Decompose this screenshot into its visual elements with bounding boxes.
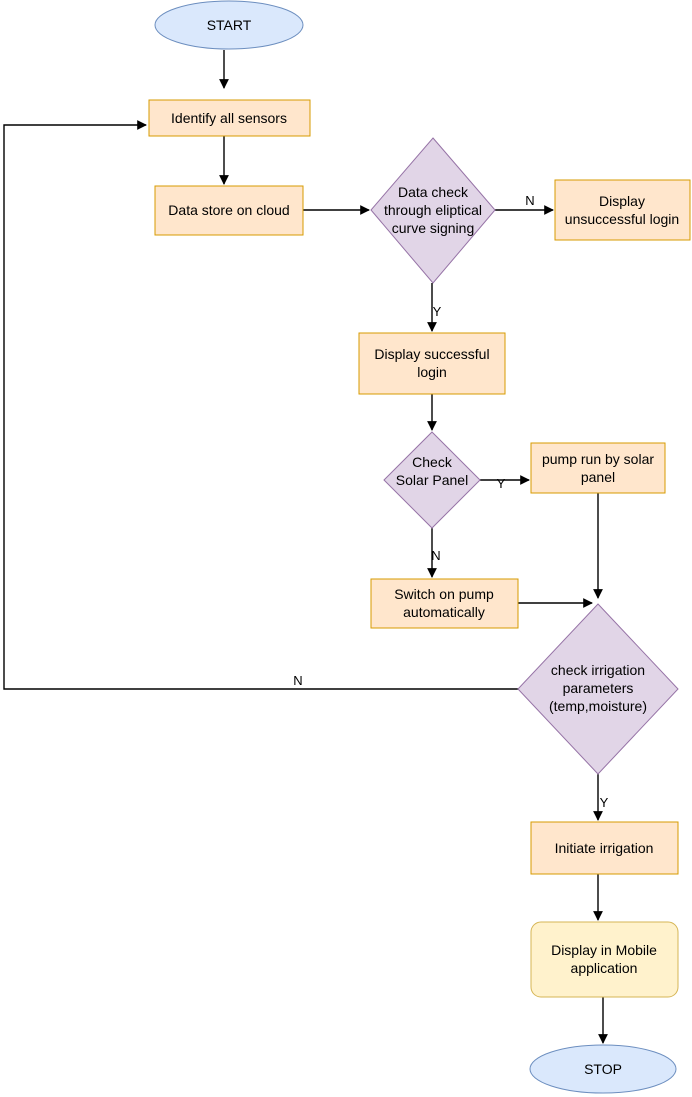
- node-label-line: pump run by solar: [542, 451, 654, 467]
- node-label-line: login: [417, 364, 447, 380]
- node-data-check: Data check through eliptical curve signing: [370, 137, 496, 284]
- node-identify-sensors: Identify all sensors: [148, 99, 311, 137]
- node-label-line: check irrigation: [551, 662, 645, 678]
- edge-label-solar-no: N: [431, 548, 440, 563]
- node-label: Data check through eliptical curve signing: [384, 184, 482, 236]
- node-label-line: Switch on pump: [394, 586, 494, 602]
- node-label-line: panel: [581, 469, 615, 485]
- node-label-line: curve signing: [392, 220, 475, 236]
- node-label-line: Display successful: [374, 346, 489, 362]
- edge-label-irrigation-yes: Y: [600, 795, 609, 810]
- node-label-line: START: [207, 17, 252, 33]
- node-label-line: Data store on cloud: [168, 202, 289, 218]
- node-label: check irrigation parameters (temp,moisture…: [549, 662, 647, 714]
- node-stop: STOP: [529, 1044, 677, 1094]
- node-label: START: [207, 17, 252, 33]
- node-label-line: Data check: [398, 184, 469, 200]
- node-label-line: parameters: [563, 680, 634, 696]
- node-label: Switch on pump automatically: [394, 586, 494, 620]
- node-label-line: through eliptical: [384, 202, 482, 218]
- node-display-mobile: Display in Mobile application: [530, 921, 679, 998]
- node-label: Data store on cloud: [168, 202, 289, 218]
- node-label: Display in Mobile application: [551, 942, 657, 976]
- node-label-line: application: [571, 960, 638, 976]
- node-label: pump run by solar panel: [542, 451, 654, 485]
- node-label-line: Initiate irrigation: [555, 840, 654, 856]
- node-unsuccessful-login: Display unsuccessful login: [554, 179, 691, 241]
- node-label: Display unsuccessful login: [565, 193, 679, 227]
- node-label: STOP: [584, 1061, 622, 1077]
- node-check-irrigation: check irrigation parameters (temp,moisture…: [517, 603, 679, 775]
- node-label: Display successful login: [374, 346, 489, 380]
- edge-irrigation-loop-back: [3, 120, 519, 690]
- node-label-line: Identify all sensors: [171, 110, 287, 126]
- node-label-line: Display: [599, 193, 645, 209]
- node-pump-solar: pump run by solar panel: [530, 442, 666, 494]
- node-label-line: Check: [412, 454, 453, 470]
- edge-label-solar-yes: Y: [497, 476, 506, 491]
- node-label-line: automatically: [403, 604, 485, 620]
- node-label: Initiate irrigation: [555, 840, 654, 856]
- node-start: START: [154, 0, 304, 50]
- edge-label-irrigation-no: N: [293, 673, 302, 688]
- node-label-line: (temp,moisture): [549, 698, 647, 714]
- node-switch-pump: Switch on pump automatically: [370, 578, 519, 629]
- node-label-line: STOP: [584, 1061, 622, 1077]
- node-label-line: unsuccessful login: [565, 211, 679, 227]
- edges: [3, 50, 608, 1044]
- edge-label-check-yes: Y: [433, 304, 442, 319]
- node-label-line: Solar Panel: [396, 472, 468, 488]
- node-label: Identify all sensors: [171, 110, 287, 126]
- node-successful-login: Display successful login: [358, 332, 506, 395]
- edge-labels: N Y Y N N Y: [293, 193, 608, 810]
- edge-label-check-no: N: [525, 193, 534, 208]
- node-initiate-irrigation: Initiate irrigation: [530, 821, 679, 875]
- node-data-store: Data store on cloud: [154, 185, 304, 236]
- node-label-line: Display in Mobile: [551, 942, 657, 958]
